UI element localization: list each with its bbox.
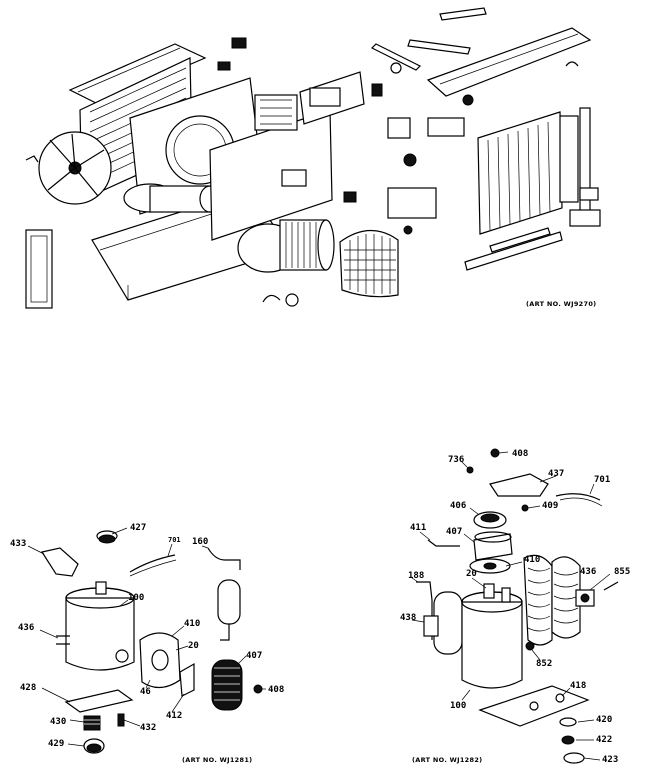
label-736: 736	[448, 455, 464, 465]
label-437: 437	[548, 469, 564, 479]
screw-855	[603, 581, 619, 591]
compressor-100	[461, 583, 523, 689]
label-429: 429	[48, 739, 64, 749]
label-422: 422	[596, 735, 612, 745]
art-number-bottom-right: (ART NO. WJ1282)	[412, 756, 482, 764]
label-423: 423	[602, 755, 618, 765]
small-parts	[25, 37, 601, 307]
partition-panel	[209, 71, 365, 241]
blower-wheel	[237, 219, 335, 273]
washer-423	[563, 752, 585, 764]
label-411: 411	[410, 523, 426, 533]
label-46: 46	[140, 687, 151, 697]
side-rails	[464, 227, 563, 271]
label-432: 432	[140, 723, 156, 733]
label-420: 420	[596, 715, 612, 725]
label-20: 20	[188, 641, 199, 651]
label-410: 410	[184, 619, 200, 629]
compressor-100	[56, 581, 135, 671]
clip-412	[179, 662, 195, 697]
label-430: 430	[50, 717, 66, 727]
bracket-437	[489, 473, 549, 497]
label-412: 412	[166, 711, 182, 721]
label-852: 852	[536, 659, 552, 669]
blower-scroll	[339, 229, 399, 298]
nut-409	[521, 504, 529, 512]
label-409: 409	[542, 501, 558, 511]
label-188: 188	[408, 571, 424, 581]
evaporator-coil	[477, 107, 591, 235]
cover-407	[211, 659, 243, 711]
label-701: 701	[594, 475, 610, 485]
label-410: 410	[524, 555, 540, 565]
label-433: 433	[10, 539, 26, 549]
label-418: 418	[570, 681, 586, 691]
label-100: 100	[128, 593, 144, 603]
base-plate-418	[478, 685, 590, 727]
grommet-420	[559, 717, 577, 727]
fan-blade	[38, 131, 112, 205]
label-20: 20	[466, 569, 477, 579]
front-grille	[25, 229, 53, 309]
label-438: 438	[400, 613, 416, 623]
label-436: 436	[580, 567, 596, 577]
coil-tube	[523, 554, 581, 646]
bottom-right-view: 408 736 437 701 409 406 411 407 410 188 …	[400, 448, 630, 765]
wire-701	[555, 493, 601, 501]
tube-160	[207, 547, 241, 570]
label-406: 406	[450, 501, 466, 511]
top-rail-parts	[68, 7, 592, 105]
nut-408	[253, 684, 263, 694]
screw-411	[427, 539, 460, 547]
label-407: 407	[246, 651, 262, 661]
label-701: 701	[168, 536, 181, 544]
label-855: 855	[614, 567, 630, 577]
wire-701	[129, 554, 176, 573]
label-408: 408	[512, 449, 528, 459]
overload-410	[139, 632, 181, 689]
spring-430	[83, 715, 101, 731]
top-exploded-view: (ART NO. WJ9270)	[25, 7, 601, 309]
label-427: 427	[130, 523, 146, 533]
label-160: 160	[192, 537, 208, 547]
capacitor-407	[473, 533, 513, 561]
nut-408	[490, 448, 500, 458]
label-408: 408	[268, 685, 284, 695]
art-number-top: (ART NO. WJ9270)	[526, 300, 596, 308]
spacer-422	[561, 735, 575, 745]
clip-736	[466, 466, 474, 474]
plate-428	[64, 689, 134, 713]
label-436: 436	[18, 623, 34, 633]
label-100: 100	[450, 701, 466, 711]
label-428: 428	[20, 683, 36, 693]
art-number-bottom-left: (ART NO. WJ1281)	[182, 756, 252, 764]
bolt-432	[117, 713, 125, 727]
label-407: 407	[446, 527, 462, 537]
bracket-433	[41, 547, 79, 577]
bottom-left-view: 433 427 701 160 436 100 410 20 407 408 4…	[10, 523, 284, 764]
